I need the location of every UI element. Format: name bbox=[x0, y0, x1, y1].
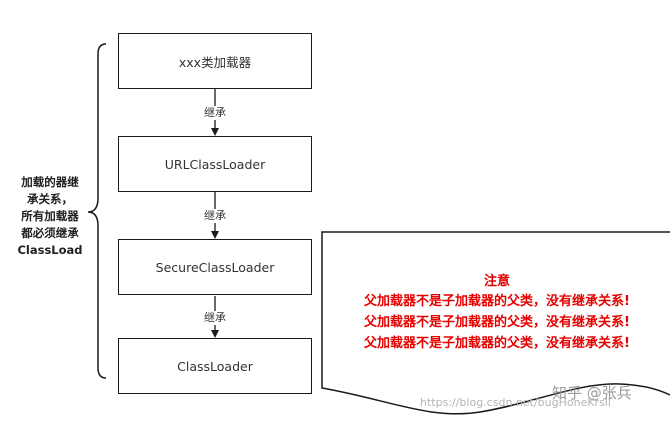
callout-document-shape bbox=[321, 231, 670, 415]
node-label: URLClassLoader bbox=[164, 156, 266, 172]
node-class-loader: ClassLoader bbox=[118, 338, 312, 394]
node-url-class-loader: URLClassLoader bbox=[118, 136, 312, 192]
callout-title: 注意 bbox=[483, 274, 510, 289]
callout-note: 注意 父加载器不是子加载器的父类，没有继承关系! 父加载器不是子加载器的父类，没… bbox=[324, 272, 670, 354]
node-xxx-class-loader: xxx类加载器 bbox=[118, 33, 312, 89]
node-label: SecureClassLoader bbox=[155, 259, 275, 275]
side-note-line: 所有加载器 bbox=[21, 209, 79, 223]
side-note-line: 承关系， bbox=[27, 192, 73, 206]
watermark-url: https://blog.csdn.net/bugHoneKrsll bbox=[420, 396, 611, 409]
node-secure-class-loader: SecureClassLoader bbox=[118, 239, 312, 295]
watermark-brand: 知乎 @张兵 bbox=[552, 384, 632, 402]
side-note-line: 加载的器继 bbox=[21, 175, 79, 189]
edge-label-3: 继承 bbox=[200, 311, 230, 325]
side-note: 加载的器继 承关系， 所有加载器 都必须继承 ClassLoad bbox=[8, 174, 92, 259]
node-label: xxx类加载器 bbox=[178, 54, 252, 70]
callout-line: 父加载器不是子加载器的父类，没有继承关系! bbox=[364, 315, 630, 330]
edge-label-1: 继承 bbox=[200, 106, 230, 120]
side-note-line: ClassLoad bbox=[17, 243, 83, 257]
side-note-line: 都必须继承 bbox=[21, 226, 79, 240]
edge-label-2: 继承 bbox=[200, 209, 230, 223]
left-brace bbox=[87, 43, 107, 379]
callout-line: 父加载器不是子加载器的父类，没有继承关系! bbox=[364, 294, 630, 309]
callout-line: 父加载器不是子加载器的父类，没有继承关系! bbox=[364, 336, 630, 351]
node-label: ClassLoader bbox=[177, 358, 253, 374]
